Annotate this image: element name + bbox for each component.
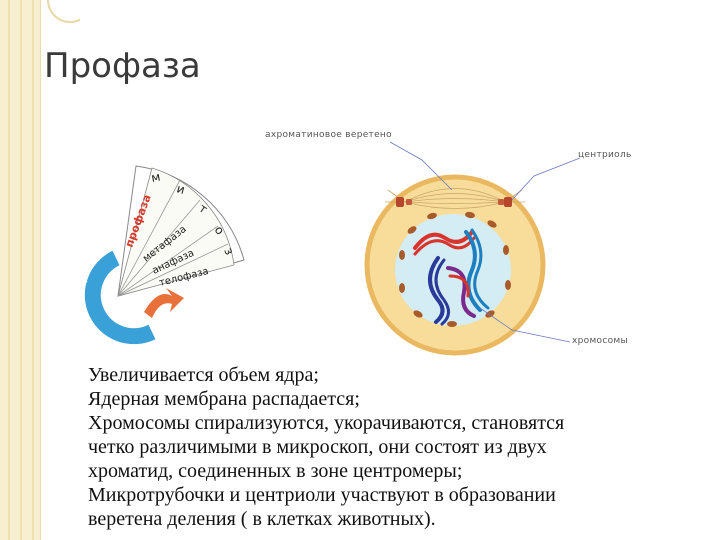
nuclear-membrane-fragments bbox=[399, 211, 511, 327]
band-stripe bbox=[32, 0, 34, 540]
page-title: Профаза bbox=[44, 46, 201, 86]
prophase-description: Увеличивается объем ядра; Ядерная мембра… bbox=[88, 363, 688, 531]
label-centriole: центриоль bbox=[578, 150, 632, 160]
label-spindle: ахроматиновое веретено bbox=[265, 130, 392, 140]
left-decorative-band bbox=[0, 0, 40, 540]
fan-inner bbox=[117, 167, 235, 297]
fan-letter: и bbox=[175, 181, 186, 197]
label-chromosomes: хромосомы bbox=[572, 336, 628, 346]
prophase-illustration: м и т о з профаза метафаза анафаза телоф… bbox=[70, 141, 581, 356]
description-line: Микротрубочки и центриоли участвуют в об… bbox=[88, 484, 556, 506]
centriole-left bbox=[396, 197, 404, 207]
cycle-arrow bbox=[144, 288, 184, 318]
fan-letter: з bbox=[221, 245, 236, 257]
mitosis-fan: м и т о з профаза метафаза анафаза телоф… bbox=[70, 165, 245, 345]
description-line: Увеличивается объем ядра; bbox=[88, 364, 319, 386]
cell bbox=[364, 174, 546, 356]
description-line: веретена деления ( в клетках животных). bbox=[88, 508, 436, 530]
prophase-figure: м и т о з профаза метафаза анафаза телоф… bbox=[60, 120, 660, 360]
chromosomes bbox=[413, 228, 490, 326]
interphase-ring bbox=[84, 250, 156, 345]
centriole-right bbox=[504, 197, 512, 207]
vertical-divider bbox=[40, 0, 41, 540]
description-line: четко различимыми в микроскоп, они состо… bbox=[88, 436, 547, 458]
description-line: хроматид, соединенных в зоне центромеры; bbox=[88, 460, 463, 482]
band-stripe bbox=[8, 0, 10, 540]
band-stripe bbox=[20, 0, 22, 540]
description-line: Ядерная мембрана распадается; bbox=[88, 388, 360, 410]
fan-letter: м bbox=[150, 170, 161, 185]
description-line: Хромосомы спирализуются, укорачиваются, … bbox=[88, 412, 565, 434]
callout-lines bbox=[389, 141, 581, 343]
decorative-arcs bbox=[47, 0, 80, 23]
